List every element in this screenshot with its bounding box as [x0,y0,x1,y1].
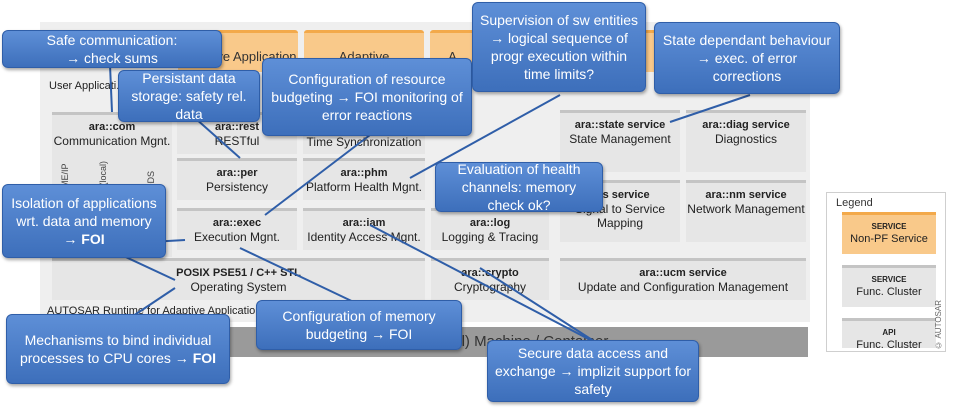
callout-text: Evaluation of health channels: memory ch… [457,161,581,213]
block-name: ara::crypto [461,267,519,279]
callout-memory: Configuration of memory budgeting → FOI [256,300,462,350]
block-crypto: ara::crypto Cryptography [431,258,549,300]
block-desc: Time Synchronization [306,135,422,149]
block-name: ara::com [88,121,136,133]
arrow-cpu [129,287,176,319]
callout-secure: Secure data access and exchange → impliz… [487,340,699,402]
legend-tag: API [882,328,896,337]
callout-cpu: Mechanisms to bind individual processes … [6,314,230,384]
legend-tag: SERVICE [871,275,907,284]
callout-text: Isolation of applications wrt. data and … [9,194,159,248]
callout-text: → check sums [66,50,158,66]
block-name: ara::diag service [702,119,790,131]
callout-health: Evaluation of health channels: memory ch… [435,161,603,213]
callout-text-bold: FOI [192,350,217,366]
block-desc: Persistency [205,180,269,194]
legend-item-api-cluster: API Func. Cluster [842,318,936,351]
legend-item-service-cluster: SERVICE Func. Cluster [842,265,936,307]
callout-text-bold: FOI [81,231,105,247]
legend-tag: SERVICE [871,222,907,231]
callout-persist: Persistant data storage: safety rel. dat… [118,70,260,122]
callout-text: Persistant data storage: safety rel. dat… [131,70,247,122]
block-name: POSIX PSE51 / C++ STL [176,267,301,279]
block-desc: Diagnostics [714,132,778,146]
callout-isolation: Isolation of applications wrt. data and … [2,184,166,258]
block-name: ara::ucm service [639,267,727,279]
callout-text: Mechanisms to bind individual processes … [13,331,223,367]
arrow-safe-comm [109,64,113,113]
app-label: A [448,49,457,64]
block-desc: Network Management [687,202,805,216]
callout-text: Supervision of sw entities → logical seq… [480,12,638,82]
callout-text: Safe communication: [46,32,178,48]
callout-text-main: Isolation of applications wrt. data and … [11,195,157,247]
callout-text: Secure data access and exchange → impliz… [494,345,692,397]
block-desc: Communication Mgnt. [53,134,171,148]
block-os: POSIX PSE51 / C++ STL Operating System [52,258,425,300]
block-name: ara::exec [212,217,262,229]
user-apps-label: User Applicati... [49,80,126,92]
block-name: s2s service [590,189,650,201]
block-ucm: ara::ucm service Update and Configuratio… [560,258,806,300]
block-phm: ara::phm Platform Health Mgnt. [303,158,425,200]
block-name: ara::log [469,217,511,229]
block-name: ara::per [216,167,258,179]
block-exec: ara::exec Execution Mgnt. [177,208,297,250]
callout-safe-comm: Safe communication: → check sums [2,30,222,68]
block-desc: State Management [569,132,671,146]
arrow-memory [239,247,361,306]
arrow-persist [194,117,241,159]
arrow-state [669,94,751,123]
legend-label: Func. Cluster [856,286,922,298]
block-name: ara::phm [340,167,388,179]
block-desc: Platform Health Mgnt. [305,180,423,194]
callout-state-dependant: State dependant behaviour → exec. of err… [654,22,840,94]
legend-label: Non-PF Service [850,233,928,245]
block-desc: Operating System [190,280,287,294]
legend-label: Func. Cluster [856,339,922,351]
block-diag: ara::diag service Diagnostics [686,110,806,172]
block-name: ara::state service [574,119,666,131]
block-nm: ara::nm service Network Management [686,180,806,242]
callout-text-main: Mechanisms to bind individual processes … [19,332,212,366]
block-desc: Update and Configuration Management [577,280,789,294]
block-name: ara::iam [342,217,386,229]
arrow-resource [264,134,371,216]
callout-supervision: Supervision of sw entities → logical seq… [472,2,646,92]
block-desc: Identity Access Mgnt. [307,230,421,244]
block-name: ara::rest [214,121,260,133]
legend-title: Legend [836,197,873,209]
arrow-secure-1 [369,224,601,346]
callout-text: Configuration of memory budgeting → FOI [282,308,436,342]
callout-resource: Configuration of resource budgeting → FO… [262,58,472,136]
arrow-secure-2 [479,267,601,346]
block-desc: Execution Mgnt. [193,230,281,244]
block-name: ara::nm service [705,189,787,201]
block-desc: Logging & Tracing [441,230,539,244]
callout-text: Configuration of resource budgeting → FO… [271,71,463,123]
callout-text: State dependant behaviour → exec. of err… [662,32,832,84]
block-state: ara::state service State Management [560,110,680,172]
legend-item-non-pf-service: SERVICE Non-PF Service [842,212,936,254]
block-per: ara::per Persistency [177,158,297,200]
